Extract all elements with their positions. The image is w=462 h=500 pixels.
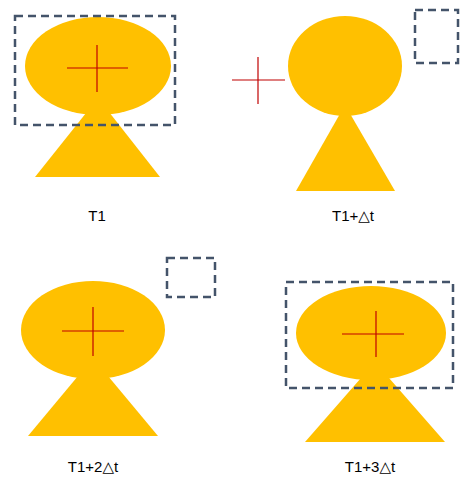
target-cross xyxy=(92,307,93,356)
tracking-box xyxy=(15,16,175,125)
frame-t4 xyxy=(286,282,453,442)
frame-t2 xyxy=(232,10,458,191)
tracking-box xyxy=(167,258,215,297)
person-head xyxy=(296,286,446,380)
target-cross xyxy=(375,311,376,357)
target-cross xyxy=(342,333,404,334)
target-cross xyxy=(257,57,258,104)
time-caption: T1+△t xyxy=(332,207,374,225)
tracking-box xyxy=(286,282,453,388)
person-body xyxy=(296,105,395,191)
frame-t3 xyxy=(21,258,215,436)
person-head xyxy=(21,281,165,379)
time-caption: T1+3△t xyxy=(345,458,395,476)
time-caption: T1 xyxy=(88,207,106,225)
target-cross xyxy=(96,45,97,92)
person-head xyxy=(25,17,171,115)
tracking-box xyxy=(415,10,458,63)
frame-t1 xyxy=(15,16,175,177)
time-caption: T1+2△t xyxy=(68,458,118,476)
person-head xyxy=(288,16,402,116)
